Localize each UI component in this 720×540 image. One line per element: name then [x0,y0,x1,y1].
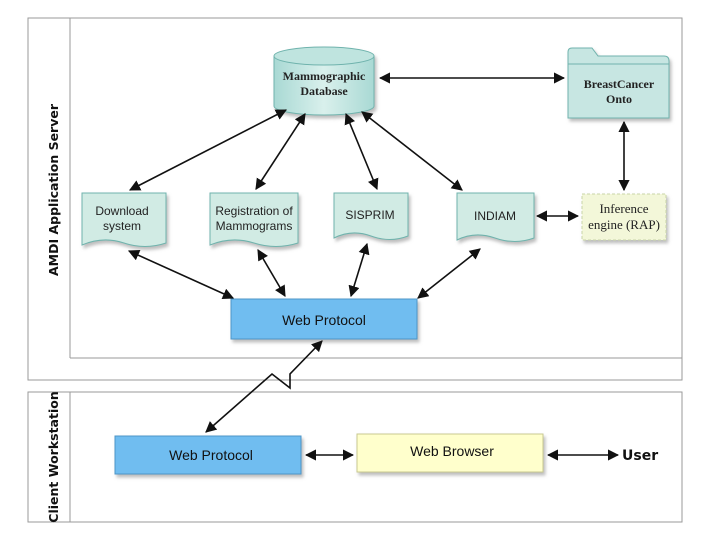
arrow-registration-webprotocol [257,249,286,297]
inference-label-line1: Inference [599,201,648,216]
arrow-db-registration [255,113,306,190]
registration-document [209,192,299,247]
mammographic-database [273,46,375,116]
arrow-sisprim-webprotocol [348,242,370,298]
client-section-label: Client Workstation [46,391,61,522]
indiam-document [456,192,535,242]
download-label-line2: system [103,219,141,233]
sisprim-document [333,192,409,240]
connector-arrows [127,72,630,461]
web-browser-box [356,433,544,473]
breast-cancer-ontology [567,47,670,119]
web-browser-label: Web Browser [410,443,494,459]
registration-label-line2: Mammograms [216,219,293,233]
arrow-network-link [205,340,323,433]
download-system-document [81,192,167,247]
arrow-download-webprotocol [127,250,235,299]
arrow-db-indiam [361,111,463,191]
arrow-db-sisprim [344,112,379,191]
client-section-frame [27,391,683,523]
indiam-label: INDIAM [474,209,516,223]
arrow-indiam-webprotocol [417,248,481,299]
web-protocol-server-label: Web Protocol [282,312,366,328]
inference-engine [581,193,667,241]
database-label-line2: Database [300,84,348,98]
ontology-label-line1: BreastCancer [584,77,655,91]
server-section-label: AMDI Application Server [46,103,61,276]
ontology-label-line2: Onto [606,92,632,106]
inference-label-line2: engine (RAP) [588,217,660,232]
registration-label-line1: Registration of [215,204,293,218]
web-protocol-server-box [230,298,418,340]
database-label-line1: Mammographic [283,69,366,83]
web-protocol-client-label: Web Protocol [169,447,253,463]
user-label: User [622,448,658,464]
download-label-line1: Download [95,204,148,218]
server-section-frame [27,17,683,381]
web-protocol-client-box [114,435,302,475]
sisprim-label: SISPRIM [345,208,394,222]
